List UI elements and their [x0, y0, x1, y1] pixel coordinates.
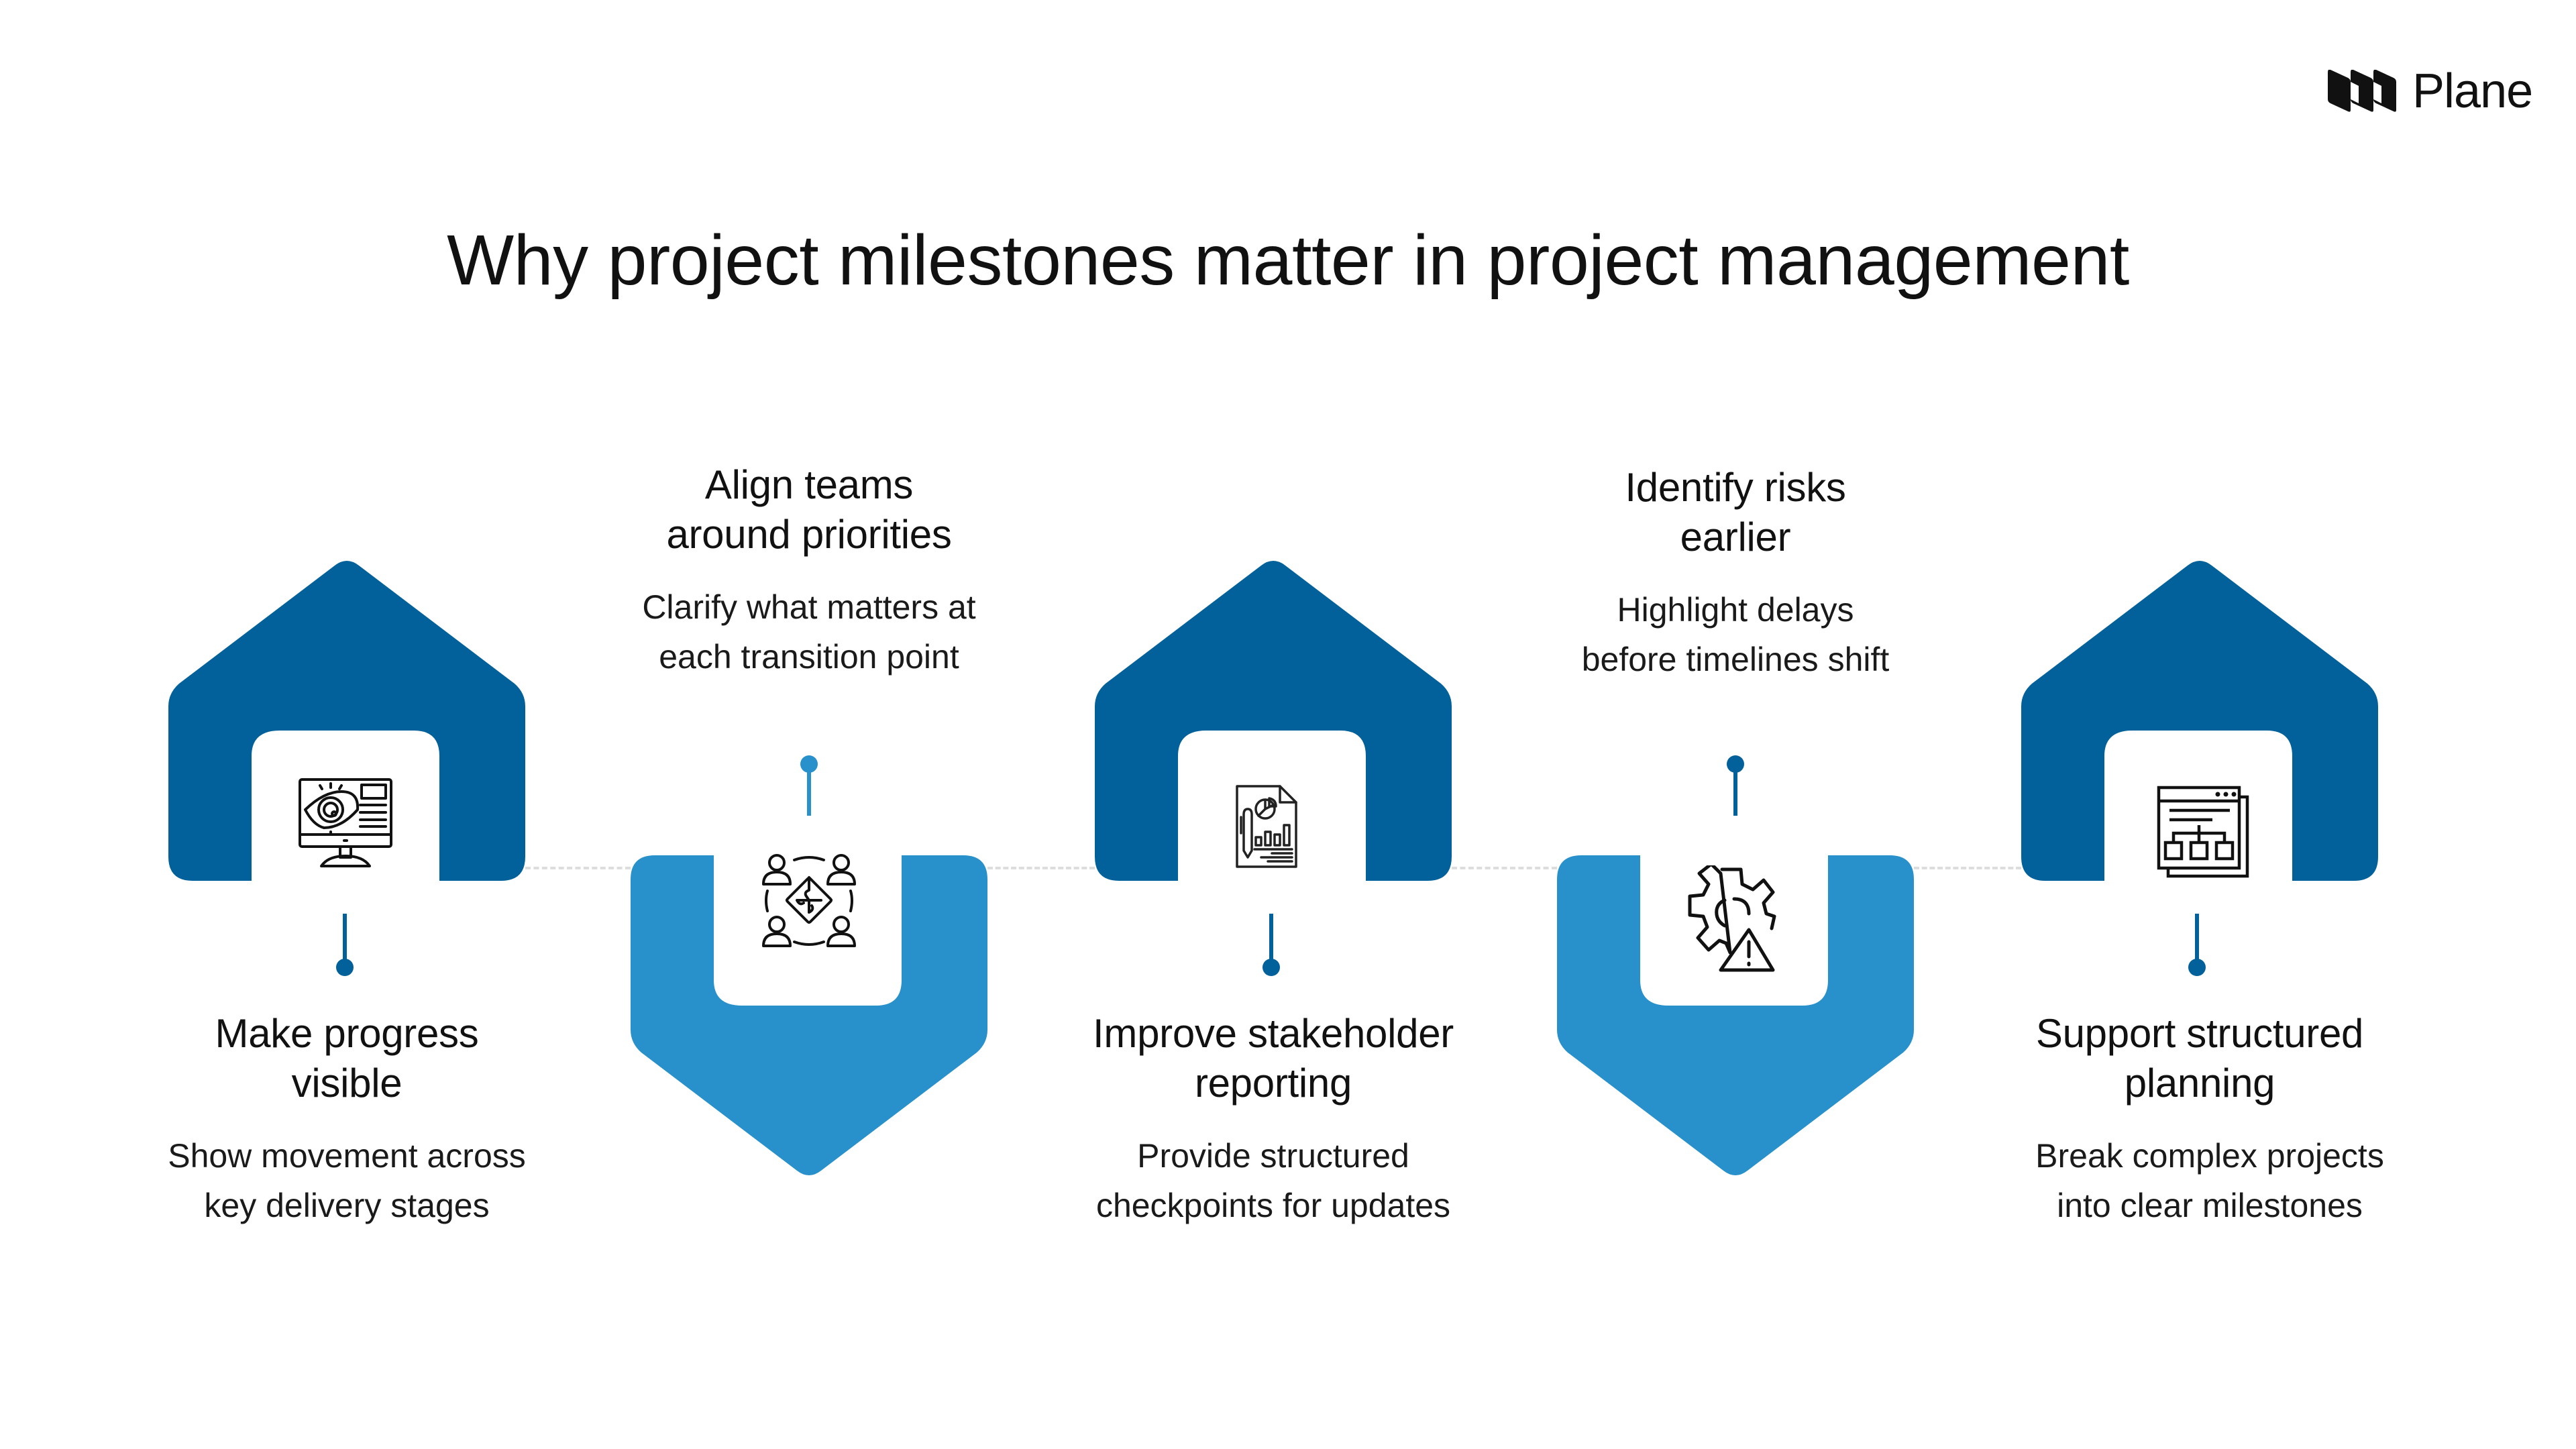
connector-line: [987, 867, 1095, 869]
team-puzzle-icon: [762, 854, 856, 947]
milestone-shape-4: [1557, 855, 1914, 1175]
plane-logo-icon: [2328, 70, 2396, 112]
connector-line: [525, 867, 631, 869]
milestone-shape-2: [631, 855, 987, 1175]
gear-warning-icon: [1688, 865, 1776, 972]
connector-line: [1452, 867, 1557, 869]
milestone-shape-3: [1095, 561, 1452, 881]
report-document-icon: [1236, 785, 1297, 868]
sitemap-window-icon: [2157, 786, 2249, 878]
connector-line: [1914, 867, 2021, 869]
pin-marker-up: [1727, 755, 1744, 816]
pin-marker-down: [336, 914, 354, 976]
milestone-shape-1: [168, 561, 525, 881]
brand-logo: Plane: [2328, 64, 2533, 118]
brand-name: Plane: [2412, 64, 2533, 118]
pin-marker-down: [1263, 914, 1280, 976]
monitor-eye-icon: [299, 778, 392, 867]
pin-marker-up: [800, 755, 818, 816]
page-title: Why project milestones matter in project…: [447, 221, 2129, 300]
pin-marker-down: [2188, 914, 2206, 976]
milestone-shape-5: [2021, 561, 2378, 881]
